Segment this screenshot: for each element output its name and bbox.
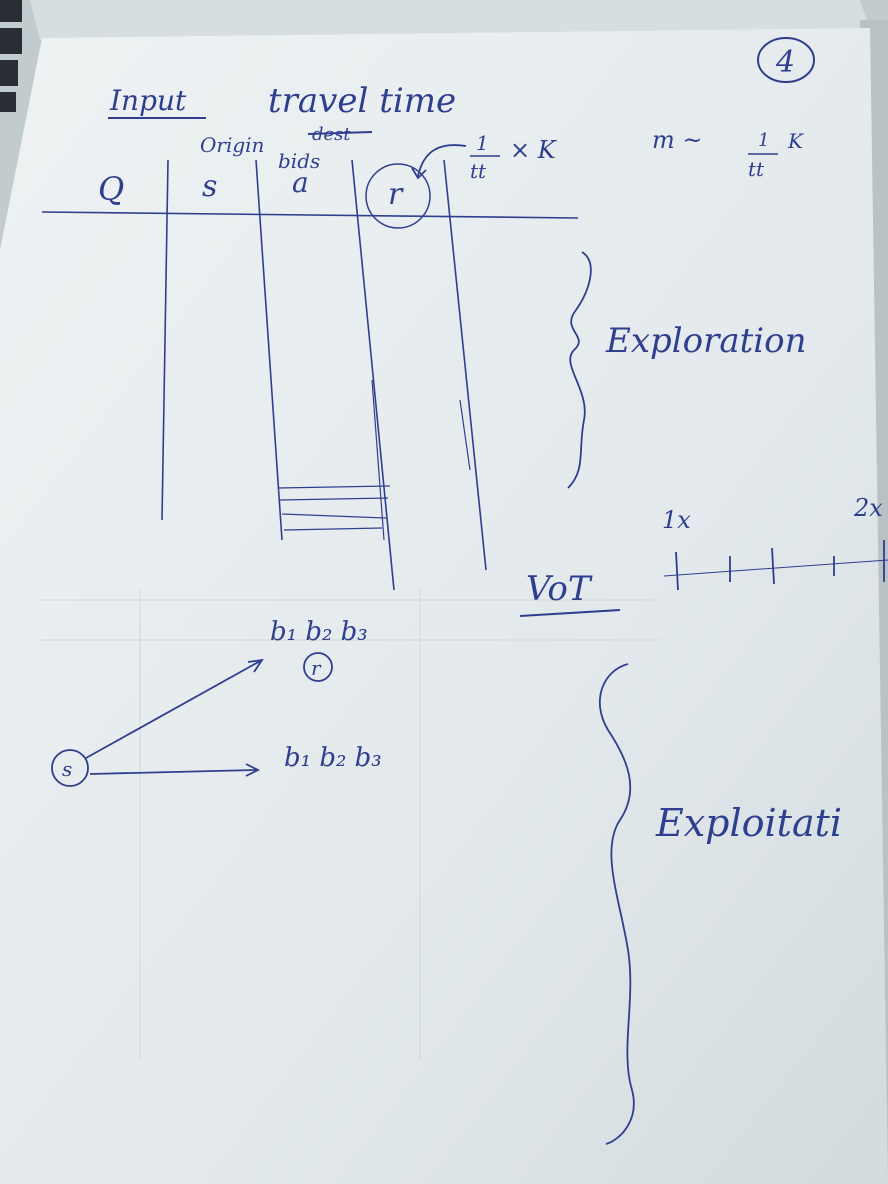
vot-underline	[519, 609, 621, 617]
vot-axis	[663, 559, 888, 577]
hatch-marks	[277, 485, 391, 531]
formula-left-num: 1	[476, 131, 489, 155]
arrowhead-lower	[245, 763, 261, 777]
brace-exploration	[567, 251, 592, 489]
col-header-s: s	[202, 169, 217, 204]
vot-tick-3	[771, 547, 775, 585]
arrow-to-r	[417, 144, 467, 177]
col-line-2	[255, 159, 283, 541]
col-header-q: Q	[98, 170, 124, 208]
lower-bids: b₁ b₂ b₃	[284, 743, 382, 773]
vot-tick-left: 1x	[662, 506, 691, 534]
strike-through	[307, 131, 373, 135]
col-line-1	[161, 159, 169, 521]
formula-right: m ~ 1 tt K	[652, 126, 804, 181]
formula-left-den: tt	[470, 159, 487, 183]
node-r-label: r	[311, 656, 322, 680]
col-header-r: r	[388, 177, 404, 212]
vot-label: VoT	[526, 569, 593, 609]
annot-struck: dest	[312, 124, 351, 145]
input-label: Input	[109, 84, 187, 117]
exploration-label: Exploration	[605, 321, 807, 361]
formula-left: 1 tt × K	[470, 131, 558, 183]
page-number: 4	[775, 45, 795, 80]
node-s	[51, 749, 89, 787]
vot-scale	[663, 540, 888, 591]
title-travel-time: travel time	[268, 81, 456, 121]
keyboard-edge	[0, 0, 22, 112]
table-grid	[41, 159, 579, 591]
arrowhead-upper	[247, 658, 264, 673]
formula-right-lead: m ~	[652, 126, 703, 154]
brace-exploitation	[598, 663, 635, 1145]
arrowhead-to-r	[411, 167, 427, 180]
circle-r	[365, 163, 431, 229]
page-number-badge: 4	[757, 37, 815, 83]
vot-tick-right: 2x	[853, 494, 883, 522]
header-rule	[41, 211, 579, 219]
sheet-under	[30, 0, 870, 40]
formula-right-num: 1	[758, 130, 769, 151]
annot-origin: Origin	[200, 133, 264, 157]
annot-bids: bids	[278, 149, 320, 173]
edge-s-lower	[89, 769, 257, 775]
edge-s-upper	[85, 659, 263, 759]
upper-bids: b₁ b₂ b₃	[270, 617, 368, 647]
formula-left-tail: × K	[510, 136, 558, 164]
col-line-3b	[371, 379, 385, 541]
node-r	[303, 652, 333, 682]
node-s-label: s	[62, 757, 72, 781]
col-line-4	[443, 159, 487, 571]
bleed-through	[40, 590, 660, 1060]
formula-right-den: tt	[748, 157, 765, 181]
paper-sheet	[0, 28, 888, 1184]
exploitation-label: Exploitati	[655, 801, 842, 845]
formula-right-tail: K	[787, 129, 804, 153]
col-header-a: a	[292, 166, 309, 199]
graph-edges	[85, 658, 264, 777]
vot-tick-1	[675, 551, 679, 591]
col-line-4b	[459, 399, 471, 471]
col-line-3	[351, 159, 395, 591]
